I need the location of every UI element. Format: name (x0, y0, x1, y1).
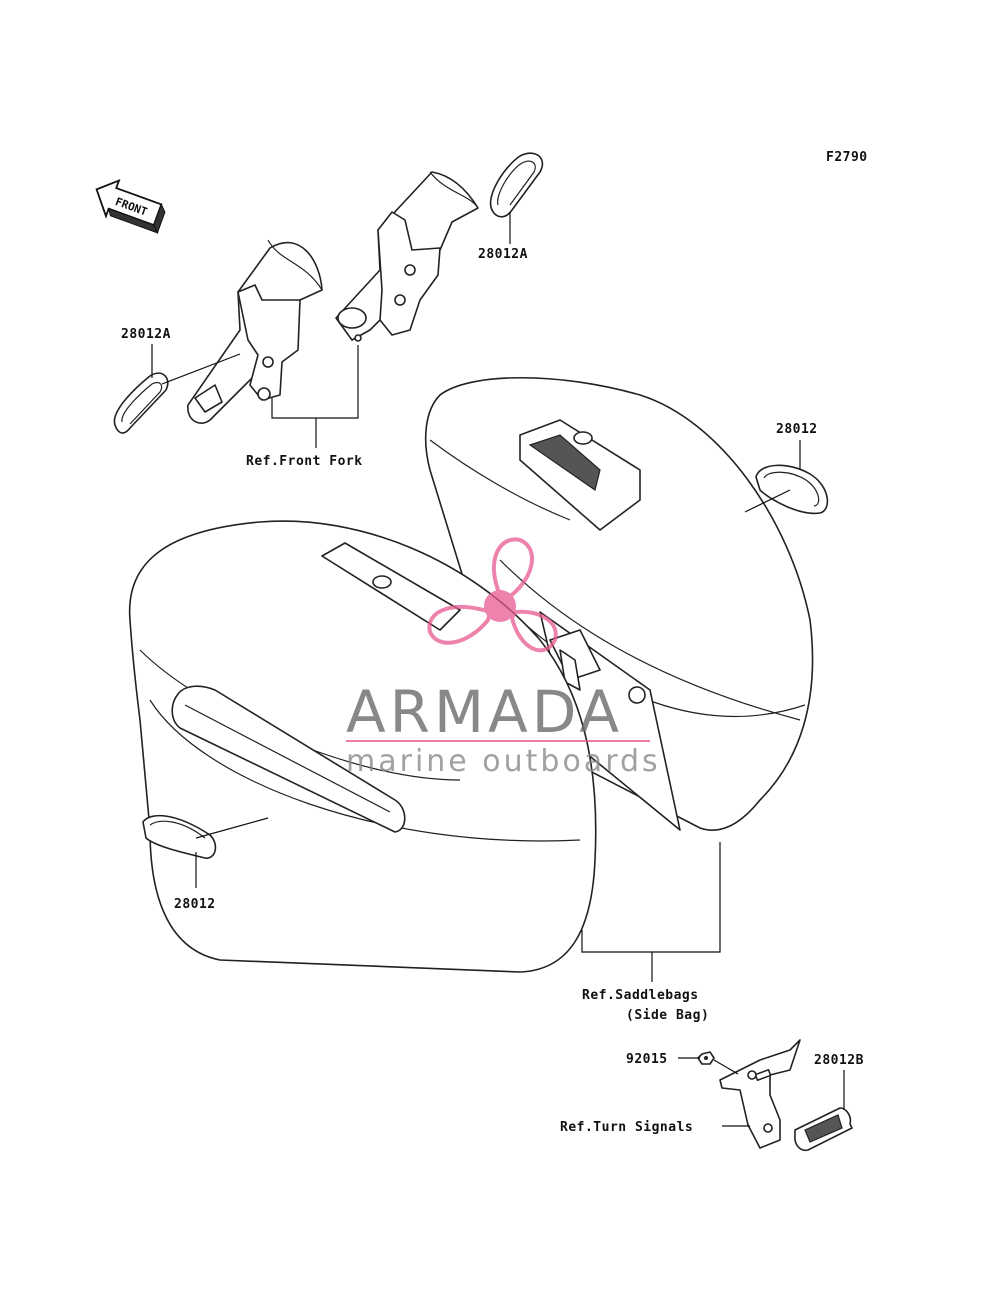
label-28012-right: 28012 (776, 422, 818, 437)
decal-28012-right (755, 464, 829, 515)
leader-lines (151, 212, 845, 1127)
label-92015: 92015 (626, 1052, 668, 1067)
propeller-logo-icon (427, 537, 558, 653)
label-28012b: 28012B (814, 1053, 864, 1068)
label-ref-saddlebags: Ref.Saddlebags (582, 988, 699, 1003)
decal-28012a-left (113, 372, 169, 434)
label-28012-left: 28012 (174, 897, 216, 912)
decal-28012a-right (489, 152, 544, 218)
label-ref-front-fork: Ref.Front Fork (246, 454, 363, 469)
front-fork-left-leg (187, 239, 323, 424)
label-28012a-left: 28012A (121, 327, 171, 342)
turn-signal-bracket (719, 1039, 801, 1149)
watermark-tagline: marine outboards (346, 744, 661, 779)
nut-92015 (697, 1051, 715, 1065)
watermark-brand: ARMADA (346, 678, 623, 746)
decal-28012-left (142, 814, 217, 859)
label-28012a-right: 28012A (478, 247, 528, 262)
reflector-28012b (794, 1107, 853, 1152)
figure-code: F2790 (826, 150, 868, 165)
front-direction-arrow-icon: FRONT (95, 178, 166, 235)
saddlebag-left (128, 520, 597, 973)
label-ref-turn-signals: Ref.Turn Signals (560, 1120, 693, 1135)
armada-watermark: ARMADA marine outboards (346, 537, 661, 779)
label-side-bag: (Side Bag) (626, 1008, 709, 1023)
front-fork-right-leg (335, 171, 479, 342)
